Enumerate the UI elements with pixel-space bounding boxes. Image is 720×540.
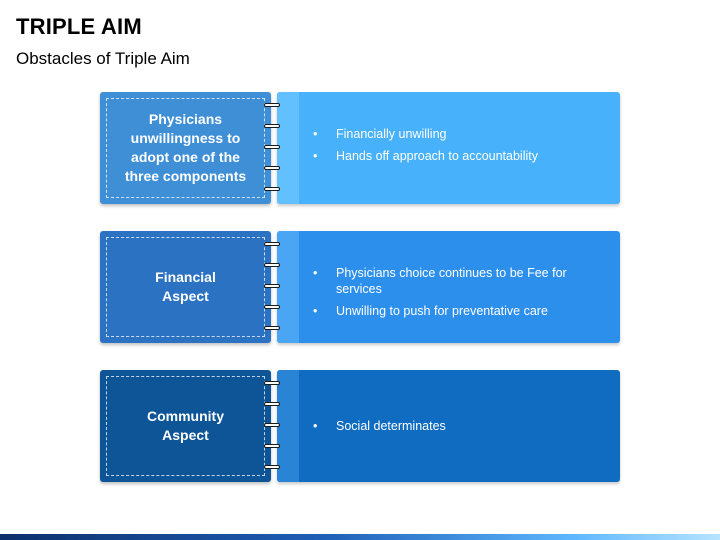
- bullet-item: Unwilling to push for preventative care: [313, 303, 590, 319]
- bullet-item: Social determinates: [313, 418, 590, 434]
- bullet-list: Social determinates: [313, 418, 590, 440]
- binder-ring-icon: [264, 145, 280, 149]
- obstacle-label: Community Aspect: [147, 408, 224, 443]
- obstacle-detail-card: Social determinates: [277, 370, 620, 482]
- obstacle-detail-card: Physicians choice continues to be Fee fo…: [277, 231, 620, 343]
- binder-ring-icon: [264, 402, 280, 406]
- obstacle-row-2: Financial Aspect Physicians choice conti…: [100, 231, 620, 343]
- binder-ring-icon: [264, 124, 280, 128]
- binder-ring-icon: [264, 423, 280, 427]
- footer-gradient-bar: [0, 534, 720, 540]
- obstacle-detail-card: Financially unwilling Hands off approach…: [277, 92, 620, 204]
- bullet-item: Hands off approach to accountability: [313, 148, 590, 164]
- bullet-item: Physicians choice continues to be Fee fo…: [313, 265, 590, 297]
- obstacle-label-card: Physicians unwillingness to adopt one of…: [100, 92, 271, 204]
- bullet-item: Financially unwilling: [313, 126, 590, 142]
- obstacle-label-card: Financial Aspect: [100, 231, 271, 343]
- obstacle-label-card: Community Aspect: [100, 370, 271, 482]
- slide-title: TRIPLE AIM: [16, 14, 142, 39]
- card-binding-strip: [277, 231, 299, 343]
- binder-ring-icon: [264, 242, 280, 246]
- bullet-list: Financially unwilling Hands off approach…: [313, 126, 590, 170]
- bullet-list: Physicians choice continues to be Fee fo…: [313, 265, 590, 325]
- card-binding-strip: [277, 92, 299, 204]
- obstacle-label: Financial Aspect: [155, 269, 216, 304]
- binder-ring-icon: [264, 166, 280, 170]
- obstacle-row-1: Physicians unwillingness to adopt one of…: [100, 92, 620, 204]
- card-binding-strip: [277, 370, 299, 482]
- binder-ring-icon: [264, 381, 280, 385]
- binder-ring-icon: [264, 305, 280, 309]
- binder-ring-icon: [264, 444, 280, 448]
- binder-ring-icon: [264, 103, 280, 107]
- binder-ring-icon: [264, 284, 280, 288]
- obstacle-row-3: Community Aspect Social determinates: [100, 370, 620, 482]
- binder-ring-icon: [264, 326, 280, 330]
- binder-ring-icon: [264, 263, 280, 267]
- binder-ring-icon: [264, 187, 280, 191]
- slide-subtitle: Obstacles of Triple Aim: [16, 49, 190, 68]
- binder-ring-icon: [264, 465, 280, 469]
- obstacle-label: Physicians unwillingness to adopt one of…: [124, 111, 247, 184]
